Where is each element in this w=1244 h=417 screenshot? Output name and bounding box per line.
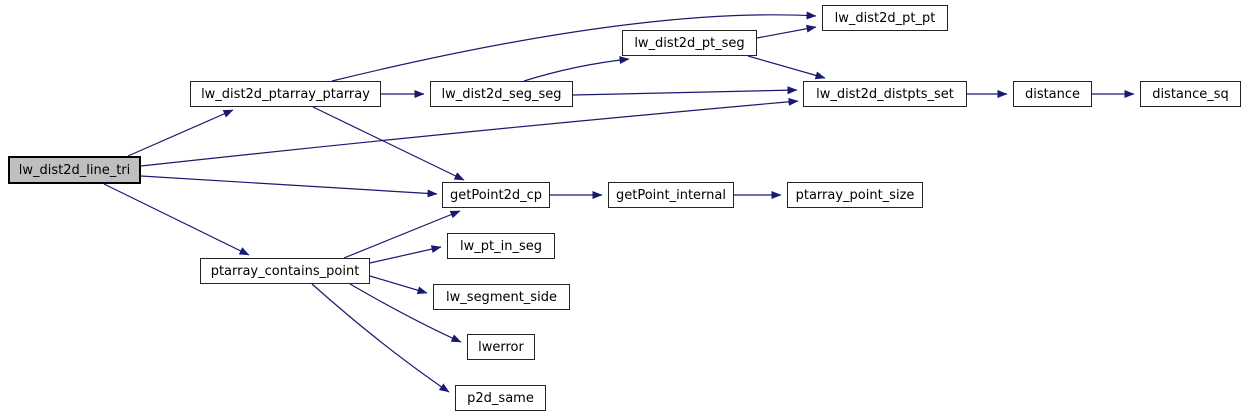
node-lw_segment_side[interactable]: lw_segment_side	[433, 284, 570, 310]
node-ptarray_point_size[interactable]: ptarray_point_size	[787, 182, 923, 208]
node-label: distance_sq	[1152, 86, 1229, 102]
node-label: distance	[1024, 86, 1081, 102]
node-lw_pt_in_seg[interactable]: lw_pt_in_seg	[447, 233, 555, 259]
node-p2d_same[interactable]: p2d_same	[455, 385, 546, 411]
node-lw_dist2d_pt_seg[interactable]: lw_dist2d_pt_seg	[622, 30, 757, 56]
edge-lw_dist2d_seg_seg--lw_dist2d_pt_seg	[523, 56, 630, 82]
edge-lw_dist2d_line_tri--lw_dist2d_distpts_set	[140, 97, 799, 167]
node-label: lw_pt_in_seg	[460, 238, 542, 254]
node-label: lwerror	[478, 339, 524, 355]
node-lw_dist2d_seg_seg[interactable]: lw_dist2d_seg_seg	[430, 81, 573, 107]
node-label: lw_dist2d_line_tri	[18, 162, 131, 178]
node-label: lw_dist2d_pt_seg	[634, 35, 745, 51]
node-distance[interactable]: distance	[1013, 81, 1092, 107]
edge-lw_dist2d_seg_seg--lw_dist2d_distpts_set	[572, 86, 798, 96]
node-label: lw_dist2d_seg_seg	[441, 86, 562, 102]
edge-ptarray_contains_point--getPoint2d_cp	[343, 210, 461, 259]
node-label: getPoint2d_cp	[449, 187, 543, 203]
node-label: lw_dist2d_distpts_set	[816, 86, 954, 102]
node-ptarray_contains_point[interactable]: ptarray_contains_point	[200, 258, 370, 284]
edge-lw_dist2d_line_tri--lw_dist2d_ptarray_ptarray	[127, 109, 234, 157]
edge-lw_dist2d_ptarray_ptarray--getPoint2d_cp	[312, 106, 465, 181]
node-getPoint_internal[interactable]: getPoint_internal	[608, 182, 734, 208]
node-lw_dist2d_line_tri[interactable]: lw_dist2d_line_tri	[8, 156, 141, 184]
node-label: p2d_same	[467, 390, 534, 406]
node-label: ptarray_contains_point	[210, 263, 360, 279]
node-lw_dist2d_ptarray_ptarray[interactable]: lw_dist2d_ptarray_ptarray	[190, 81, 381, 107]
edge-ptarray_contains_point--p2d_same	[311, 283, 450, 393]
edge-lw_dist2d_line_tri--getPoint2d_cp	[140, 175, 438, 198]
edge-lw_dist2d_pt_seg--lw_dist2d_distpts_set	[747, 55, 826, 80]
edge-ptarray_contains_point--lw_segment_side	[369, 275, 428, 295]
node-label: lw_dist2d_ptarray_ptarray	[201, 86, 370, 102]
node-getPoint2d_cp[interactable]: getPoint2d_cp	[442, 182, 550, 208]
edge-ptarray_contains_point--lw_pt_in_seg	[369, 245, 442, 264]
node-label: lw_dist2d_pt_pt	[834, 10, 936, 26]
node-label: ptarray_point_size	[795, 187, 915, 203]
node-label: lw_segment_side	[446, 289, 557, 305]
edge-lw_dist2d_line_tri--ptarray_contains_point	[103, 183, 250, 256]
node-lwerror[interactable]: lwerror	[467, 334, 535, 360]
node-distance_sq[interactable]: distance_sq	[1140, 81, 1241, 107]
node-lw_dist2d_pt_pt[interactable]: lw_dist2d_pt_pt	[822, 5, 948, 31]
edge-lw_dist2d_pt_seg--lw_dist2d_pt_pt	[756, 24, 817, 39]
node-lw_dist2d_distpts_set[interactable]: lw_dist2d_distpts_set	[803, 81, 967, 107]
node-label: getPoint_internal	[615, 187, 726, 203]
